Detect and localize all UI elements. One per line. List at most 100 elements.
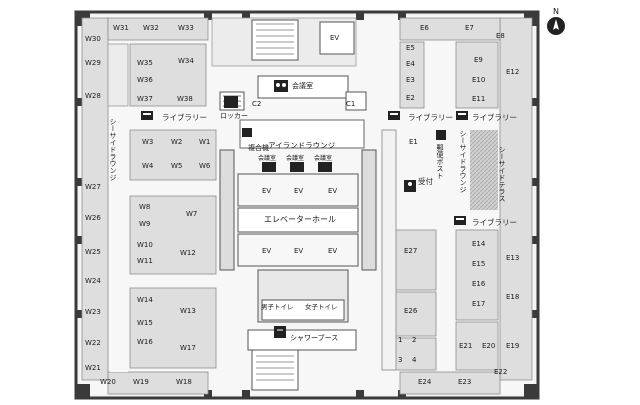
island-lounge-label: アイランドラウンジ bbox=[268, 141, 336, 150]
office-W10: W10 bbox=[137, 241, 153, 249]
shower-icon bbox=[274, 326, 286, 338]
office-E1: E1 bbox=[409, 138, 418, 146]
office-W3: W3 bbox=[142, 138, 153, 146]
shower-label: シャワーブース bbox=[290, 333, 338, 342]
book-icon bbox=[388, 111, 400, 120]
office-W29: W29 bbox=[85, 59, 101, 67]
ev-4: EV bbox=[262, 247, 271, 255]
office-W38: W38 bbox=[177, 95, 193, 103]
book-icon bbox=[141, 111, 153, 120]
office-E5: E5 bbox=[406, 44, 415, 52]
office-W20: W20 bbox=[100, 378, 116, 386]
office-E3: E3 bbox=[406, 76, 415, 84]
west-perimeter bbox=[81, 17, 217, 395]
office-W21: W21 bbox=[85, 364, 101, 372]
office-E17: E17 bbox=[472, 300, 485, 308]
office-W28: W28 bbox=[85, 92, 101, 100]
library-east2-label: ライブラリー bbox=[472, 112, 517, 122]
office-E8: E8 bbox=[496, 32, 505, 40]
office-W13: W13 bbox=[180, 307, 196, 315]
office-E16: E16 bbox=[472, 280, 486, 288]
book-icon bbox=[456, 111, 468, 120]
office-W4: W4 bbox=[142, 162, 154, 170]
office-E14: E14 bbox=[472, 240, 486, 248]
ev-2: EV bbox=[294, 187, 303, 195]
ev-6: EV bbox=[328, 247, 337, 255]
office-E12: E12 bbox=[506, 68, 519, 76]
office-W15: W15 bbox=[137, 319, 153, 327]
meeting-c-label: 会議室 bbox=[314, 154, 332, 162]
office-W22: W22 bbox=[85, 339, 101, 347]
office-E9: E9 bbox=[474, 56, 483, 64]
meeting-people-icon bbox=[290, 162, 304, 172]
meeting-people-icon bbox=[318, 162, 332, 172]
office-E11: E11 bbox=[472, 95, 485, 103]
locker-icon bbox=[224, 96, 238, 108]
ev-top-label: EV bbox=[330, 34, 339, 42]
seaside-lounge-east-label: シーサイドラウンジ bbox=[459, 130, 467, 193]
office-W8: W8 bbox=[139, 203, 150, 211]
seaside-terrace-label: シーサイドテラス bbox=[498, 146, 506, 202]
office-E22: E22 bbox=[494, 368, 507, 376]
office-E27: E27 bbox=[404, 247, 417, 255]
office-W1: W1 bbox=[199, 138, 210, 146]
restroom-women-label: 女子トイレ bbox=[305, 302, 338, 311]
room-1: 1 bbox=[398, 336, 402, 344]
core bbox=[211, 17, 397, 391]
office-W16: W16 bbox=[137, 338, 153, 346]
office-W6: W6 bbox=[199, 162, 211, 170]
ev-1: EV bbox=[262, 187, 271, 195]
office-W23: W23 bbox=[85, 308, 101, 316]
conference-room-label: 会議室 bbox=[292, 81, 313, 90]
mailbox-icon bbox=[436, 130, 446, 140]
room-3: 3 bbox=[398, 356, 402, 364]
c1-label: C1 bbox=[346, 100, 355, 108]
office-E13: E13 bbox=[506, 254, 519, 262]
reception-icon bbox=[404, 180, 416, 192]
room-2: 2 bbox=[412, 336, 416, 344]
office-W25: W25 bbox=[85, 248, 101, 256]
office-W11: W11 bbox=[137, 257, 153, 265]
ev-5: EV bbox=[294, 247, 303, 255]
reception-label: 受付 bbox=[418, 176, 433, 186]
office-W17: W17 bbox=[180, 344, 196, 352]
office-W7: W7 bbox=[186, 210, 197, 218]
library-west-label: ライブラリー bbox=[162, 112, 207, 122]
office-E7: E7 bbox=[465, 24, 474, 32]
compass-label: N bbox=[553, 7, 559, 16]
office-W35: W35 bbox=[137, 59, 153, 67]
meeting-people-icon bbox=[274, 80, 288, 92]
meeting-people-icon bbox=[262, 162, 276, 172]
office-E21: E21 bbox=[459, 342, 472, 350]
office-W33: W33 bbox=[178, 24, 194, 32]
office-E2: E2 bbox=[406, 94, 415, 102]
office-W32: W32 bbox=[143, 24, 159, 32]
office-W24: W24 bbox=[85, 277, 101, 285]
office-E26: E26 bbox=[404, 307, 418, 315]
office-W27: W27 bbox=[85, 183, 101, 191]
office-W36: W36 bbox=[137, 76, 153, 84]
office-W26: W26 bbox=[85, 214, 101, 222]
ev-3: EV bbox=[328, 187, 337, 195]
book-icon bbox=[454, 216, 466, 225]
library-east1-label: ライブラリー bbox=[408, 112, 453, 122]
office-W5: W5 bbox=[171, 162, 182, 170]
printer-icon bbox=[242, 128, 252, 137]
library-east3-label: ライブラリー bbox=[472, 217, 517, 227]
office-E4: E4 bbox=[406, 60, 415, 68]
office-W18: W18 bbox=[176, 378, 192, 386]
east-perimeter bbox=[395, 17, 533, 395]
office-W2: W2 bbox=[171, 138, 182, 146]
c2-label: C2 bbox=[252, 100, 261, 108]
office-W14: W14 bbox=[137, 296, 153, 304]
office-E10: E10 bbox=[472, 76, 485, 84]
restroom-men-label: 男子トイレ bbox=[261, 303, 294, 311]
office-E19: E19 bbox=[506, 342, 519, 350]
office-W12: W12 bbox=[180, 249, 196, 257]
seaside-lounge-west-label: シーサイドラウンジ bbox=[109, 118, 117, 181]
elevator-hall-label: エレベーターホール bbox=[264, 215, 336, 224]
mail-post-label: 郵便ポスト bbox=[436, 143, 444, 179]
office-W34: W34 bbox=[178, 57, 194, 65]
